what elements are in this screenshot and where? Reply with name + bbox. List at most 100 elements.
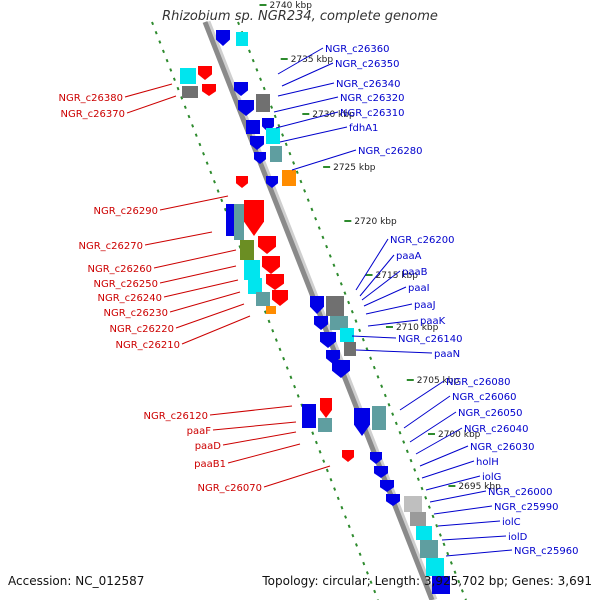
gene-arrow	[320, 332, 336, 348]
right-leader-line	[367, 319, 419, 327]
right-gene-label: paaI	[408, 283, 430, 294]
gene-block	[226, 204, 234, 236]
right-gene-label: NGR_c26000	[488, 487, 553, 498]
gene-block	[246, 120, 260, 134]
left-leader-line	[163, 279, 239, 298]
scale-label: 2700 kbp	[438, 430, 481, 440]
left-leader-line	[181, 315, 251, 345]
gene-block	[240, 240, 254, 260]
gene-arrow	[266, 274, 284, 290]
gene-arrow	[370, 452, 382, 464]
left-gene-label: NGR_c26290	[94, 206, 159, 217]
left-leader-line	[227, 443, 301, 464]
left-leader-line	[159, 265, 237, 284]
left-gene-label: NGR_c26240	[98, 293, 163, 304]
gene-arrow	[354, 408, 370, 436]
left-leader-line	[126, 95, 177, 114]
gene-block	[318, 418, 332, 432]
scale-label: 2735 kbp	[291, 55, 334, 65]
gene-arrow	[244, 200, 264, 236]
gene-block	[234, 204, 244, 240]
gene-arrow	[236, 176, 248, 188]
gene-arrow	[198, 66, 212, 80]
right-gene-label: NGR_c25990	[494, 502, 559, 513]
right-gene-label: paaN	[434, 349, 460, 360]
right-gene-label: NGR_c26040	[464, 424, 529, 435]
right-leader-line	[351, 335, 397, 339]
left-gene-label: NGR_c26120	[144, 411, 209, 422]
gene-block	[340, 328, 354, 342]
right-leader-line	[445, 549, 513, 557]
gene-arrow	[202, 84, 216, 96]
gene-block	[416, 526, 432, 540]
right-gene-label: NGR_c26140	[398, 334, 463, 345]
right-leader-line	[399, 380, 445, 411]
gene-block	[236, 32, 248, 46]
right-gene-label: NGR_c26050	[458, 408, 523, 419]
gene-arrow	[380, 480, 394, 492]
right-gene-label: NGR_c26060	[452, 392, 517, 403]
right-leader-line	[421, 460, 475, 479]
gene-block	[256, 292, 270, 306]
left-gene-label: NGR_c26380	[59, 93, 124, 104]
left-leader-line	[124, 83, 173, 98]
right-leader-line	[403, 395, 451, 429]
right-gene-label: paaJ	[414, 300, 436, 311]
gene-arrow	[254, 152, 266, 164]
map-title: Rhizobium sp. NGR234, complete genome	[162, 9, 438, 24]
right-gene-label: fdhA1	[349, 123, 378, 134]
gene-arrow	[386, 494, 400, 506]
scale-label: 2730 kbp	[312, 110, 355, 120]
left-gene-label: NGR_c26070	[198, 483, 263, 494]
right-leader-line	[437, 520, 501, 527]
right-leader-line	[355, 238, 389, 291]
gene-arrow	[216, 30, 230, 46]
accession-text: Accession: NC_012587	[8, 574, 145, 588]
gene-arrow	[258, 236, 276, 254]
right-gene-label: NGR_c26030	[470, 442, 535, 453]
left-leader-line	[153, 249, 237, 269]
left-gene-label: NGR_c26220	[110, 324, 175, 335]
gene-block	[180, 68, 196, 84]
right-leader-line	[359, 254, 395, 297]
gene-block	[266, 128, 280, 144]
gene-arrow	[314, 316, 328, 330]
gene-block	[326, 296, 344, 316]
gene-arrow	[234, 82, 248, 96]
left-gene-label: NGR_c26260	[88, 264, 153, 275]
gene-block	[426, 558, 444, 576]
gene-block	[256, 94, 270, 112]
left-gene-label: NGR_c26210	[116, 340, 181, 351]
right-leader-line	[291, 149, 357, 171]
right-leader-line	[355, 349, 433, 354]
right-gene-label: iolC	[502, 517, 521, 528]
gene-block	[270, 146, 282, 162]
right-leader-line	[409, 411, 457, 443]
tick-track-left	[151, 21, 379, 601]
scale-label: 2725 kbp	[333, 163, 376, 173]
gene-arrow	[250, 136, 264, 150]
right-gene-label: NGR_c26200	[390, 235, 455, 246]
left-gene-label: NGR_c26270	[79, 241, 144, 252]
scale-label: 2695 kbp	[458, 482, 501, 492]
gene-arrow	[374, 466, 388, 478]
gene-arrow	[262, 256, 280, 274]
left-gene-label: paaB1	[194, 459, 226, 470]
gene-arrow	[310, 296, 324, 314]
gene-arrow	[266, 176, 278, 188]
right-gene-label: holH	[476, 457, 499, 468]
topology-text: Topology: circular; Length: 3,925,702 bp…	[262, 574, 592, 588]
scale-label: 2720 kbp	[354, 217, 397, 227]
right-gene-label: NGR_c26320	[340, 93, 405, 104]
right-leader-line	[433, 505, 493, 515]
left-gene-label: NGR_c26370	[61, 109, 126, 120]
left-leader-line	[169, 291, 241, 313]
left-leader-line	[222, 431, 297, 446]
right-gene-label: NGR_c26080	[446, 377, 511, 388]
gene-block	[410, 512, 426, 526]
left-leader-line	[212, 421, 297, 431]
gene-block	[266, 306, 276, 314]
gene-block	[372, 406, 386, 430]
right-leader-line	[415, 427, 463, 455]
